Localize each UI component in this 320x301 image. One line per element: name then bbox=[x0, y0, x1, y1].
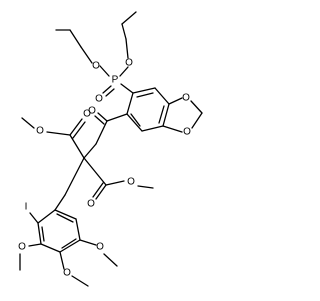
atom-iodine: I bbox=[25, 202, 28, 213]
bond-ethyl1-o bbox=[80, 46, 93, 64]
bond-ketone-ch2 bbox=[95, 120, 108, 145]
bond-ester1-omethyl bbox=[46, 131, 71, 136]
atom-o-ethoxy-left: O bbox=[92, 61, 100, 72]
atom-o-methoxy-ring-left: O bbox=[18, 242, 26, 253]
bond-ethyl2-ch2 bbox=[121, 23, 127, 40]
atom-o-methoxy-ring-right: O bbox=[96, 242, 104, 253]
bond-benzyl-ring bbox=[54, 194, 66, 211]
atom-o-ester2-carbonyl: O bbox=[87, 199, 95, 210]
bond-ring-a-inner2 bbox=[158, 105, 165, 124]
bond-ring-ome-bottom bbox=[59, 251, 65, 270]
bond-ester1-o-dbl-b bbox=[72, 121, 86, 139]
bond-ome-right-ch3 bbox=[103, 253, 118, 267]
bond-ketone-o-b bbox=[94, 115, 105, 125]
bond-ring-a4-a5 bbox=[141, 125, 164, 132]
bond-ring-b3-b4 bbox=[40, 243, 61, 253]
bond-ring-a2-a3 bbox=[154, 87, 170, 105]
bond-ring-iodine bbox=[29, 212, 39, 224]
bond-ester2-ch3 bbox=[137, 185, 154, 189]
bond-p-ring bbox=[120, 83, 134, 94]
bond-ester2-o-dbl-a bbox=[95, 184, 107, 200]
bond-ring-b4-b5 bbox=[59, 239, 81, 253]
bond-p-o-double-a bbox=[102, 85, 112, 94]
bond-ester1-ch3 bbox=[21, 117, 35, 129]
bond-ring-a6-a1 bbox=[126, 92, 134, 115]
bond-ring-a-inner3 bbox=[130, 113, 141, 127]
atom-o-phosphoryl: O bbox=[95, 94, 103, 105]
bond-ester2-omethyl bbox=[105, 180, 125, 186]
bond-ester2-o-dbl-b bbox=[92, 182, 104, 198]
atom-o-ester2-methoxy: O bbox=[127, 177, 135, 188]
atom-phosphorus: P bbox=[112, 75, 119, 86]
bond-dioxole-2 bbox=[190, 100, 203, 114]
bond-ring-b1-b2 bbox=[37, 209, 56, 224]
atom-labels: O O P O O O O O O O O I O O O bbox=[18, 58, 191, 279]
atom-o-ketone: O bbox=[88, 106, 96, 117]
bond-ethyl1-ch2 bbox=[69, 29, 82, 48]
bond-ring-ketone bbox=[106, 113, 128, 122]
bond-ring-a1-a2 bbox=[132, 87, 156, 94]
atom-o-ester1-methoxy: O bbox=[36, 126, 44, 137]
bonds bbox=[19, 11, 203, 287]
bond-ring-b5-b6 bbox=[75, 218, 81, 241]
bond-ethyl2-o bbox=[125, 38, 129, 59]
bond-ethyl2-ch3 bbox=[121, 11, 137, 25]
bond-dioxole-3 bbox=[191, 112, 203, 129]
bond-dioxole-4 bbox=[162, 125, 183, 133]
bond-ring-ome-right bbox=[79, 239, 97, 246]
atom-o-ethoxy-right: O bbox=[125, 58, 133, 69]
chemical-structure-diagram: O O P O O O O O O O O I O O O bbox=[18, 11, 203, 287]
bond-ester1-o-dbl-a bbox=[69, 118, 83, 136]
bond-p-o-double-b bbox=[105, 88, 115, 97]
atom-o-dioxole-lower: O bbox=[183, 127, 191, 138]
bond-ring-b-inner3 bbox=[56, 213, 74, 223]
bond-o-p-right bbox=[119, 66, 129, 77]
bond-ring-a5-a6 bbox=[126, 113, 143, 132]
bond-o-p-left bbox=[99, 65, 110, 77]
bond-ring-b6-b1 bbox=[54, 209, 77, 220]
bond-ring-b2-b3 bbox=[37, 222, 42, 245]
bond-dioxole-1 bbox=[168, 97, 183, 105]
bond-quatc-benzyl bbox=[64, 157, 85, 196]
bond-ring-ome-left bbox=[28, 243, 42, 247]
bond-quatc-ester2 bbox=[83, 157, 107, 186]
bond-ring-a-inner1 bbox=[136, 92, 154, 98]
bond-quatc-ester1 bbox=[69, 134, 85, 159]
bond-ring-b-inner2 bbox=[61, 238, 77, 249]
bond-ketone-o-a bbox=[97, 112, 108, 122]
bond-ch2-quatc bbox=[83, 143, 97, 159]
bond-ring-a3-a4 bbox=[162, 103, 170, 127]
atom-o-methoxy-ring-bottom: O bbox=[63, 268, 71, 279]
atom-o-ester1-carbonyl: O bbox=[83, 109, 91, 120]
bond-ome-bottom-ch3 bbox=[71, 275, 89, 287]
bond-ring-b-inner1 bbox=[41, 226, 45, 242]
atom-o-dioxole-upper: O bbox=[182, 93, 190, 104]
